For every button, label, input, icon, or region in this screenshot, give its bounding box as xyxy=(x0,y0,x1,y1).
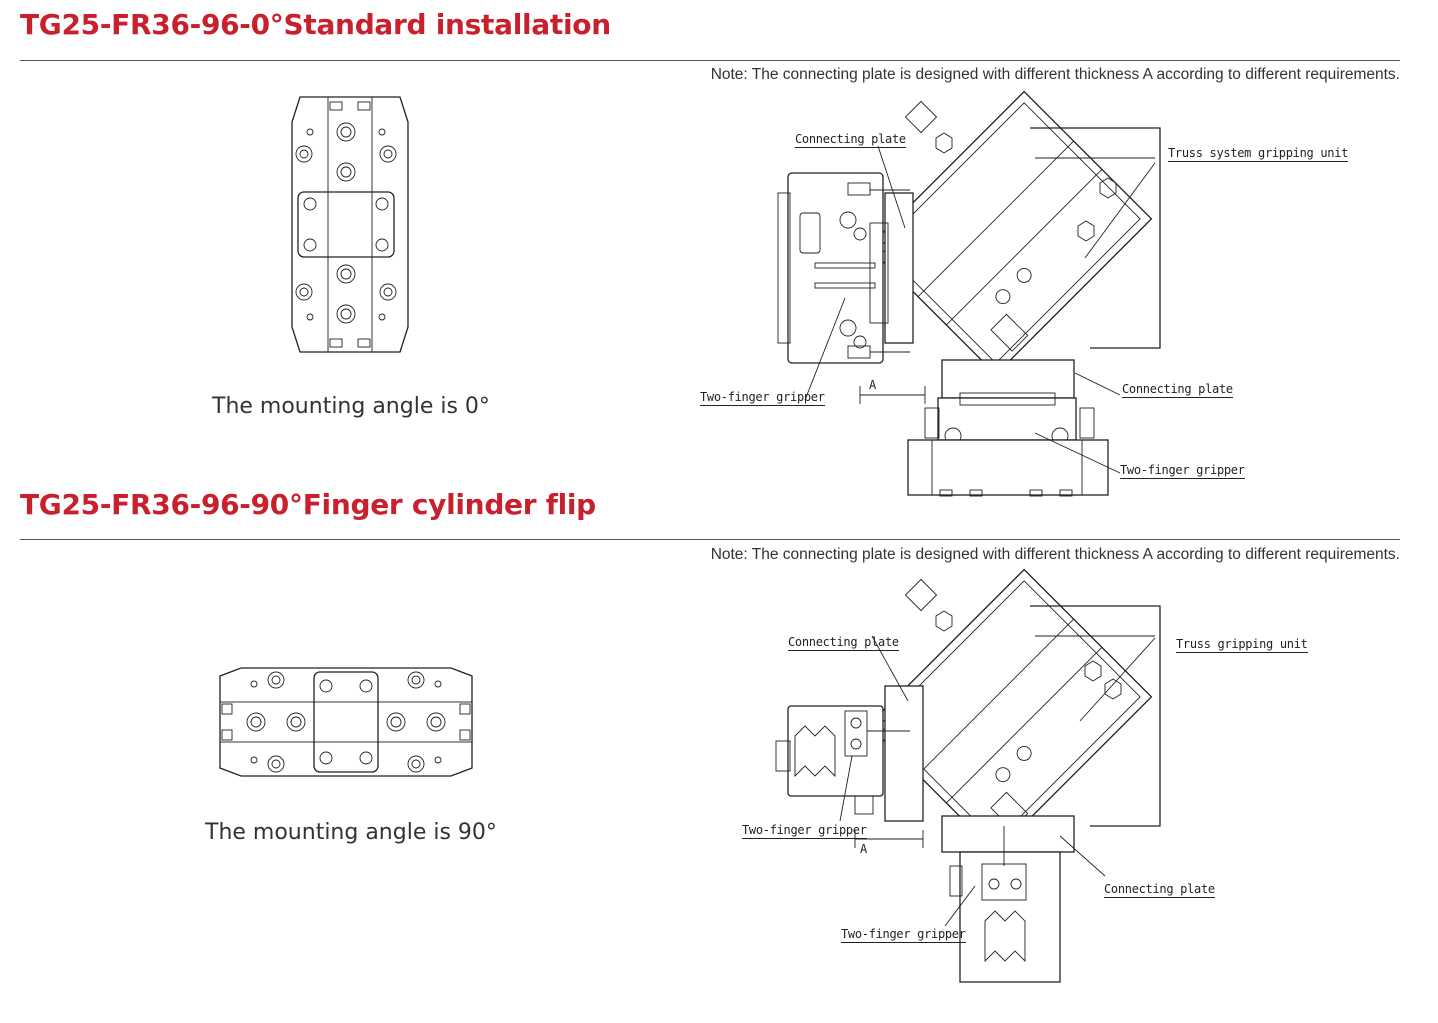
label-two-finger-gripper-bottom: Two-finger gripper xyxy=(1120,463,1245,479)
label-two-finger-gripper-left: Two-finger gripper xyxy=(700,390,825,406)
assembly-0deg-drawing xyxy=(777,90,1161,497)
section-title: TG25-FR36-96-0°Standard installation xyxy=(20,8,611,41)
label-gripping-unit: Truss system gripping unit xyxy=(1168,146,1349,162)
divider xyxy=(20,60,1400,61)
top-view-0deg-drawing xyxy=(291,96,409,353)
label-two-finger-gripper-bottom: Two-finger gripper xyxy=(841,927,966,943)
section-title: TG25-FR36-96-90°Finger cylinder flip xyxy=(20,488,596,521)
mounting-angle-caption: The mounting angle is 90° xyxy=(205,820,497,845)
section-finger-cylinder-flip: TG25-FR36-96-90°Finger cylinder flip Not… xyxy=(0,480,1438,1023)
note-text: Note: The connecting plate is designed w… xyxy=(710,546,1400,563)
label-connecting-plate-bottom: Connecting plate xyxy=(1104,882,1215,898)
label-connecting-plate-bottom: Connecting plate xyxy=(1122,382,1233,398)
section-standard-installation: TG25-FR36-96-0°Standard installation Not… xyxy=(0,0,1438,500)
label-connecting-plate-top: Connecting plate xyxy=(788,635,899,651)
label-dimension-a: A xyxy=(860,842,867,856)
divider xyxy=(20,539,1400,540)
label-two-finger-gripper-left: Two-finger gripper xyxy=(742,823,867,839)
note-text: Note: The connecting plate is designed w… xyxy=(710,66,1400,83)
assembly-90deg-drawing xyxy=(775,568,1161,983)
top-view-90deg-drawing xyxy=(219,667,473,777)
mounting-angle-caption: The mounting angle is 0° xyxy=(212,394,490,419)
label-dimension-a: A xyxy=(869,378,876,392)
label-gripping-unit: Truss gripping unit xyxy=(1176,637,1308,653)
label-connecting-plate-top: Connecting plate xyxy=(795,132,906,148)
